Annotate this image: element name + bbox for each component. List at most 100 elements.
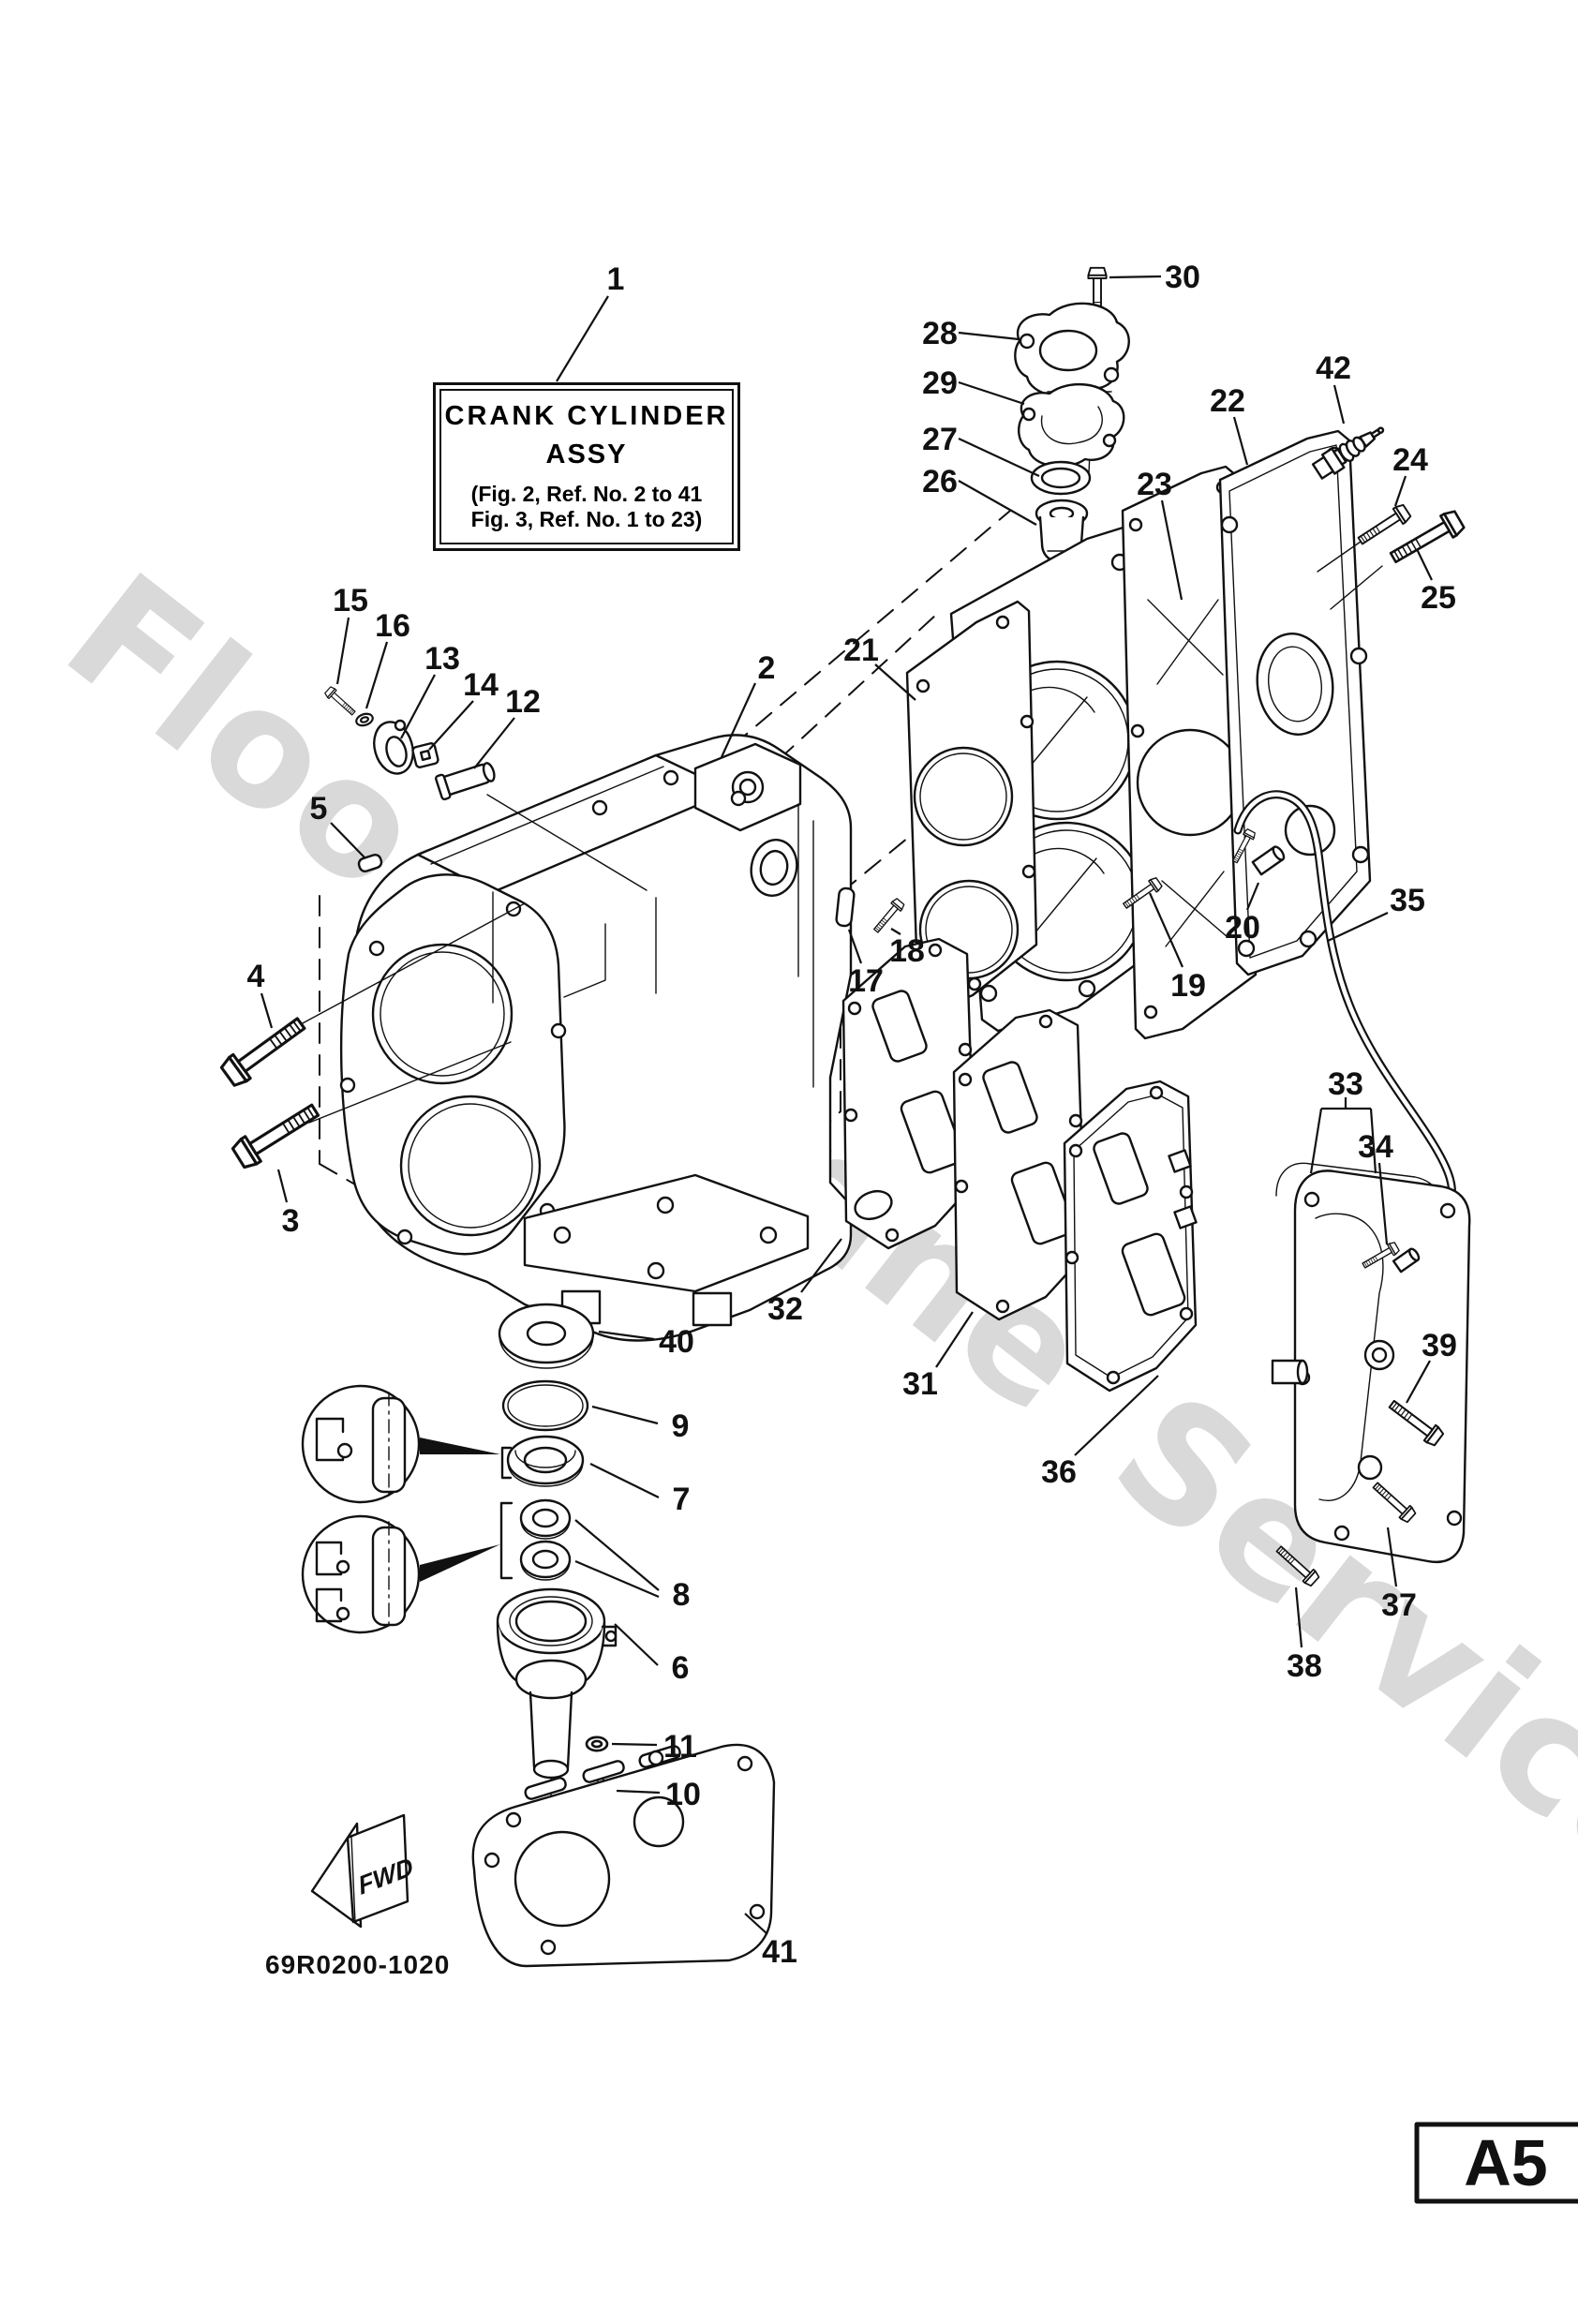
callout-11: 11 bbox=[663, 1729, 697, 1765]
callout-3: 3 bbox=[282, 1203, 300, 1239]
callout-10: 10 bbox=[665, 1777, 701, 1812]
cylinder-block-drawing bbox=[288, 734, 853, 1342]
callout-18: 18 bbox=[889, 933, 925, 969]
leader-line-10 bbox=[616, 1789, 661, 1795]
leader-line-28 bbox=[958, 331, 1020, 341]
leader-line-1 bbox=[556, 295, 609, 382]
assembly-title-box: CRANK CYLINDER ASSY (Fig. 2, Ref. No. 2 … bbox=[433, 382, 740, 551]
callout-37: 37 bbox=[1381, 1587, 1417, 1623]
callout-42: 42 bbox=[1316, 350, 1351, 386]
leader-line-36 bbox=[1074, 1375, 1159, 1456]
callout-6: 6 bbox=[672, 1650, 690, 1686]
leader-line-22 bbox=[1232, 416, 1249, 466]
callout-36: 36 bbox=[1041, 1454, 1077, 1490]
callout-layer: 1234567891011121314151617181920212223242… bbox=[247, 260, 1457, 1970]
leader-line-41 bbox=[744, 1913, 768, 1935]
callout-32: 32 bbox=[767, 1291, 803, 1327]
callout-2: 2 bbox=[758, 650, 776, 686]
leader-line-8 bbox=[574, 1559, 660, 1599]
callout-41: 41 bbox=[762, 1934, 797, 1970]
leader-line-11 bbox=[611, 1742, 658, 1747]
assembly-title-box-inner: CRANK CYLINDER ASSY (Fig. 2, Ref. No. 2 … bbox=[439, 389, 734, 544]
callout-28: 28 bbox=[922, 316, 958, 351]
leader-line-13 bbox=[400, 674, 436, 739]
callout-40: 40 bbox=[659, 1324, 694, 1360]
leader-line-40 bbox=[598, 1330, 655, 1341]
leader-line-34 bbox=[1377, 1162, 1389, 1245]
callout-1: 1 bbox=[607, 261, 625, 297]
callout-26: 26 bbox=[922, 464, 958, 499]
callout-12: 12 bbox=[505, 684, 541, 720]
leader-line-4 bbox=[260, 992, 274, 1029]
callout-17: 17 bbox=[848, 963, 884, 999]
leader-line-8 bbox=[574, 1519, 660, 1591]
assembly-title-line2: ASSY bbox=[545, 439, 628, 469]
page-label-box: A5 bbox=[1414, 2122, 1578, 2204]
callout-4: 4 bbox=[247, 959, 265, 994]
assembly-ref-line1: (Fig. 2, Ref. No. 2 to 41 bbox=[470, 482, 703, 506]
callout-7: 7 bbox=[673, 1482, 691, 1517]
leader-line-19 bbox=[1148, 892, 1184, 968]
gasket-stack bbox=[841, 937, 1198, 1393]
leader-line-16 bbox=[365, 641, 389, 709]
leader-line-42 bbox=[1332, 384, 1346, 425]
leader-line-2 bbox=[720, 682, 757, 758]
bearing-lower bbox=[519, 1540, 572, 1581]
callout-33: 33 bbox=[1328, 1066, 1363, 1102]
leader-line-14 bbox=[428, 700, 474, 751]
leader-line-24 bbox=[1393, 475, 1407, 507]
leader-line-33 bbox=[1369, 1108, 1377, 1174]
leader-line-37 bbox=[1386, 1527, 1398, 1587]
assembly-ref-line2: Fig. 3, Ref. No. 1 to 23) bbox=[470, 507, 703, 531]
leader-line-23 bbox=[1160, 499, 1184, 601]
fwd-arrow-icon: FWD bbox=[310, 1813, 416, 1929]
leader-line-3 bbox=[276, 1169, 289, 1203]
leader-line-7 bbox=[589, 1463, 660, 1498]
callout-38: 38 bbox=[1287, 1648, 1322, 1684]
callout-23: 23 bbox=[1137, 467, 1172, 502]
page-label-text: A5 bbox=[1464, 2126, 1547, 2199]
callout-35: 35 bbox=[1390, 883, 1425, 918]
callout-9: 9 bbox=[672, 1408, 690, 1444]
callout-29: 29 bbox=[922, 365, 958, 401]
callout-14: 14 bbox=[463, 667, 499, 703]
exploded-view-art: FWD 69R0200-1020 A5 bbox=[217, 266, 1578, 2204]
clip-inset-2 bbox=[301, 1514, 500, 1634]
callout-27: 27 bbox=[922, 422, 958, 457]
spark-plug bbox=[1311, 426, 1385, 480]
callout-20: 20 bbox=[1225, 910, 1260, 946]
callout-5: 5 bbox=[310, 791, 328, 827]
hose-and-fittings bbox=[835, 790, 1457, 1206]
leader-line-32 bbox=[800, 1238, 842, 1293]
leader-line-9 bbox=[591, 1405, 659, 1425]
exhaust-cover-group bbox=[1271, 1162, 1471, 1588]
assembly-title-line1: CRANK CYLINDER bbox=[444, 401, 729, 431]
callout-22: 22 bbox=[1210, 383, 1245, 419]
callout-24: 24 bbox=[1392, 442, 1428, 478]
figure-code: 69R0200-1020 bbox=[265, 1950, 450, 1979]
thermostat-group bbox=[1014, 266, 1130, 714]
leader-line-39 bbox=[1406, 1360, 1431, 1404]
callout-31: 31 bbox=[902, 1366, 938, 1402]
leader-line-18 bbox=[890, 928, 901, 935]
leader-line-21 bbox=[874, 663, 916, 701]
leader-line-31 bbox=[935, 1311, 974, 1368]
callout-30: 30 bbox=[1165, 260, 1200, 295]
callout-21: 21 bbox=[843, 633, 879, 668]
leader-line-6 bbox=[614, 1623, 659, 1666]
leader-line-25 bbox=[1416, 548, 1433, 581]
leader-line-30 bbox=[1109, 275, 1162, 279]
leader-line-38 bbox=[1294, 1587, 1303, 1648]
callout-8: 8 bbox=[673, 1577, 691, 1613]
leader-line-26 bbox=[958, 480, 1037, 526]
leader-line-29 bbox=[958, 380, 1025, 406]
callout-39: 39 bbox=[1422, 1328, 1457, 1363]
leader-line-17 bbox=[847, 929, 863, 964]
leader-line-12 bbox=[473, 717, 515, 769]
leader-line-27 bbox=[958, 438, 1040, 477]
callout-19: 19 bbox=[1170, 968, 1206, 1004]
lower-end-group bbox=[301, 1303, 776, 1968]
bearing-upper bbox=[519, 1498, 572, 1540]
bolt-24 bbox=[1354, 501, 1413, 550]
